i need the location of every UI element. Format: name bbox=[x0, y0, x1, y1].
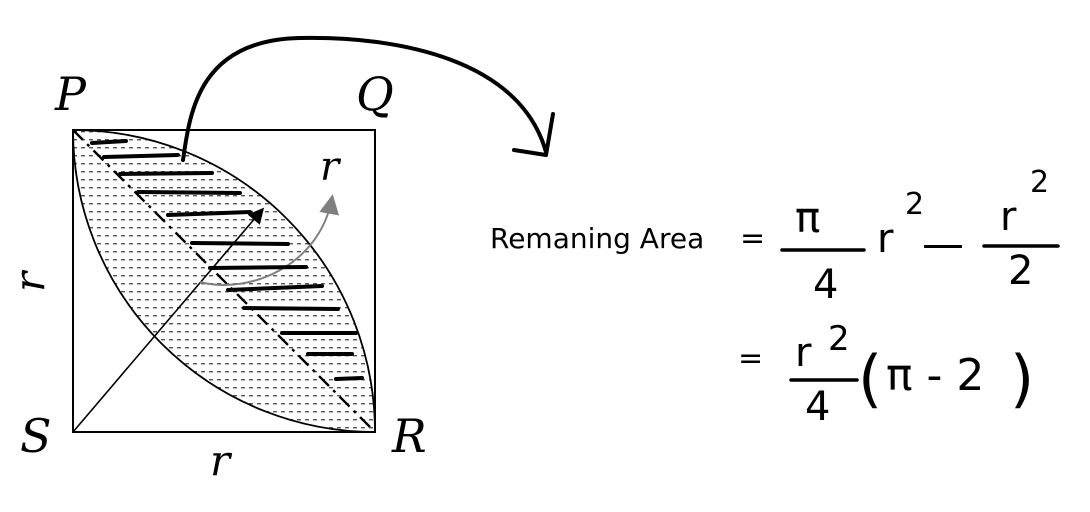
radius-label: r bbox=[320, 144, 342, 190]
pointer-arrow-to-equation bbox=[181, 35, 548, 162]
vertex-s: S bbox=[20, 409, 52, 463]
result-numerator: r bbox=[795, 330, 812, 376]
vertex-p: P bbox=[54, 67, 87, 121]
term1-numerator: π bbox=[795, 193, 820, 242]
term1-variable: r bbox=[877, 216, 894, 262]
paren-open: ( bbox=[858, 342, 882, 415]
vertex-r: R bbox=[391, 409, 427, 463]
remaining-area-label: Remaning Area bbox=[490, 222, 704, 255]
gray-pointer-arrow bbox=[199, 194, 340, 286]
pointer-arrowhead bbox=[512, 112, 555, 157]
arc-centered-s bbox=[72, 129, 376, 433]
paren-inner: π - 2 bbox=[886, 350, 984, 401]
result-denominator: 4 bbox=[805, 384, 830, 430]
equals-sign-2: = bbox=[738, 341, 763, 376]
term1-denominator: 4 bbox=[813, 262, 838, 308]
side-label-left: r bbox=[5, 269, 54, 292]
side-label-bottom: r bbox=[210, 436, 233, 485]
vertex-q: Q bbox=[356, 67, 394, 121]
term2-denominator: 2 bbox=[1008, 248, 1033, 294]
term2-numerator-exponent: 2 bbox=[1030, 165, 1049, 200]
diagonal-pr bbox=[72, 129, 376, 433]
equals-sign-1: = bbox=[740, 221, 765, 256]
minus-sign: — bbox=[922, 219, 964, 268]
term1-exponent: 2 bbox=[905, 187, 924, 222]
square-pqrs bbox=[72, 129, 376, 433]
term2-numerator: r bbox=[1000, 194, 1017, 240]
arc-centered-q bbox=[72, 129, 376, 433]
paren-close: ) bbox=[1010, 342, 1034, 415]
result-numerator-exponent: 2 bbox=[828, 319, 850, 359]
radius-arrow bbox=[72, 207, 265, 433]
hand-hatching bbox=[90, 139, 364, 381]
